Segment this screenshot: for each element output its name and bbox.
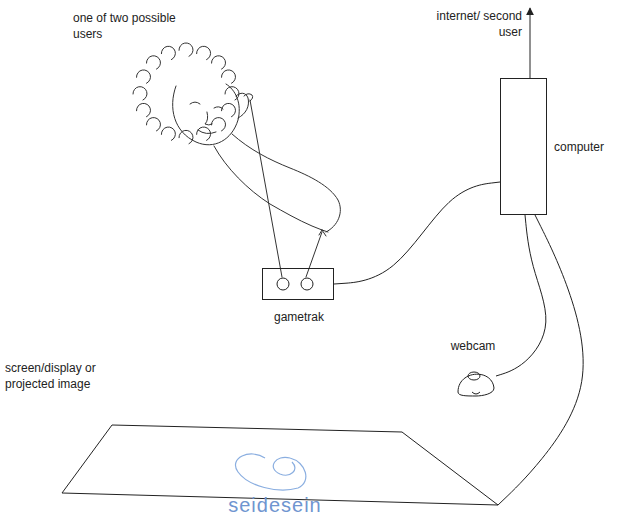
logo-caption: seidesein — [228, 494, 322, 517]
arm-right — [214, 146, 322, 230]
tether-string — [250, 100, 282, 277]
hair-curl — [133, 87, 147, 100]
nose — [205, 112, 212, 125]
webcam-body — [458, 374, 494, 396]
annotation: one of two possible users — [73, 10, 188, 42]
cables — [334, 182, 583, 505]
fingers — [244, 94, 253, 101]
arm-left-hand — [236, 93, 249, 118]
computer-box: computer — [500, 78, 547, 215]
hair-curls — [133, 43, 239, 144]
mouth — [198, 130, 216, 134]
hair-curl — [179, 43, 193, 56]
face-outline — [173, 84, 240, 145]
computer-box-shape — [501, 79, 546, 214]
gametrak-box-shape — [263, 269, 333, 299]
screen-outline — [62, 425, 498, 505]
gametrak-box: gametrak — [262, 268, 334, 300]
hair-curl — [146, 56, 160, 69]
hair-curl — [136, 70, 150, 83]
cable — [334, 182, 500, 284]
hair-curl — [161, 46, 175, 59]
eyes — [190, 102, 223, 109]
webcam-device-shape — [452, 362, 500, 398]
network-arrow — [530, 8, 531, 78]
pointing-hand — [319, 230, 328, 236]
string-spool — [301, 278, 313, 290]
hair-curl — [212, 56, 226, 69]
hair-curl — [212, 118, 226, 131]
hair-curl — [179, 130, 193, 143]
tether-string — [306, 232, 322, 277]
hair-curl — [221, 103, 235, 116]
hair-curl — [146, 118, 160, 131]
projected-shape — [235, 454, 305, 490]
webcam-lens — [468, 372, 480, 380]
child-figure — [133, 43, 340, 277]
device-label: computer — [554, 139, 624, 155]
cable — [496, 215, 546, 376]
cable — [498, 215, 583, 505]
annotation: internet/ second user — [436, 8, 522, 40]
hair-curl — [136, 103, 150, 116]
hair-curl — [161, 127, 175, 140]
body-outline — [232, 134, 340, 232]
hair-curl — [221, 70, 235, 83]
hair-curl — [197, 46, 211, 59]
device-label: gametrak — [253, 309, 345, 325]
string-spool — [277, 278, 289, 290]
device-label: screen/display or projected image — [5, 360, 135, 392]
webcam-device: webcam — [452, 362, 500, 398]
webcam-stand — [472, 392, 480, 394]
device-label: webcam — [438, 338, 508, 354]
